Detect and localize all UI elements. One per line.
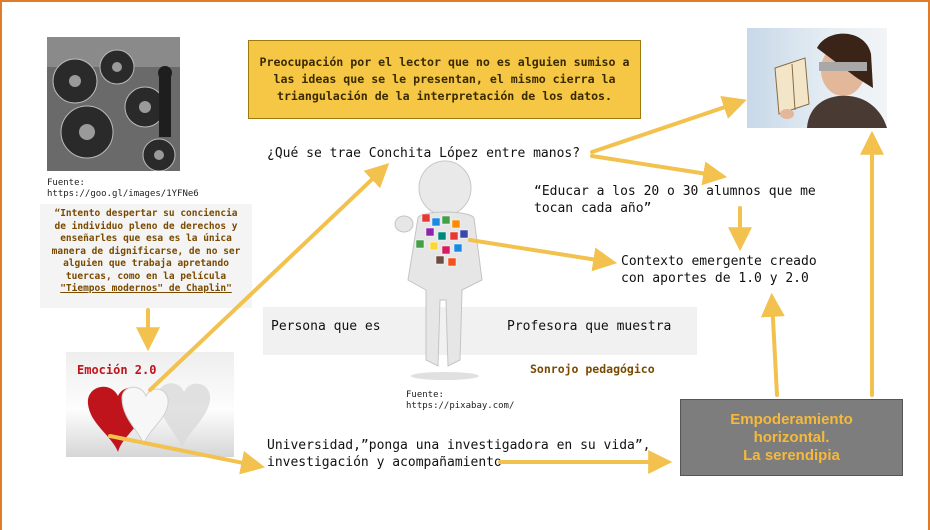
factory-source-caption: Fuente: https://goo.gl/images/1YFNe6: [47, 178, 199, 200]
arrow-figure-to-contexto: [468, 238, 618, 272]
quote-film-link[interactable]: "Tiempos modernos" de Chaplin": [60, 283, 232, 294]
arrow-box-to-contexto: [760, 292, 785, 397]
reader-concern-box: Preocupación por el lector que no es alg…: [248, 40, 641, 119]
sonrojo-pedagogico: Sonrojo pedagógico: [530, 362, 655, 376]
contexto-line-2: con aportes de 1.0 y 2.0: [621, 271, 809, 286]
empoderamiento-line-3: La serendipia: [743, 446, 840, 464]
emocion-label: Emoción 2.0: [77, 363, 157, 377]
universidad-line-1: Universidad,”ponga una investigadora en …: [267, 438, 651, 453]
contexto-emergente: Contexto emergente creado con aportes de…: [621, 253, 817, 287]
factory-gears-image: [47, 37, 180, 171]
arrow-heart-to-universidad: [108, 434, 266, 475]
arrow-emocion-to-question: [148, 163, 390, 392]
persona-que-es: Persona que es: [271, 319, 381, 334]
empoderamiento-line-1: Empoderamiento: [730, 410, 853, 428]
universidad-line-2: investigación y acompañamiento: [267, 455, 502, 470]
empoderamiento-box: Empoderamiento horizontal. La serendipia: [680, 399, 903, 476]
educar-line-1: “Educar a los 20 o 30 alumnos que me: [534, 184, 816, 199]
factory-source-label: Fuente:: [47, 178, 85, 188]
persona-bar: [263, 307, 697, 355]
educar-line-2: tocan cada año”: [534, 201, 652, 216]
pixabay-source-url[interactable]: https://pixabay.com/: [406, 401, 515, 411]
universidad-text: Universidad,”ponga una investigadora en …: [267, 437, 651, 471]
arrow-question-to-reader: [590, 96, 747, 154]
pixabay-source-caption: Fuente: https://pixabay.com/: [406, 390, 514, 412]
contexto-line-1: Contexto emergente creado: [621, 254, 817, 269]
quote-box: “Intento despertar su conciencia de indi…: [40, 204, 252, 308]
quote-text: “Intento despertar su conciencia de indi…: [51, 208, 241, 282]
educar-quote: “Educar a los 20 o 30 alumnos que me toc…: [534, 183, 816, 217]
blindfolded-reader-image: [747, 28, 887, 128]
white-figure-with-apps-image: [390, 160, 500, 380]
heart-image: Emoción 2.0: [66, 352, 234, 457]
empoderamiento-line-2: horizontal.: [753, 428, 830, 446]
factory-source-url[interactable]: https://goo.gl/images/1YFNe6: [47, 189, 199, 199]
reader-concern-text: Preocupación por el lector que no es alg…: [259, 55, 630, 103]
conchita-question: ¿Qué se trae Conchita López entre manos?: [267, 146, 581, 161]
pixabay-source-label: Fuente:: [406, 390, 444, 400]
profesora-que-muestra: Profesora que muestra: [507, 319, 672, 334]
arrow-question-to-educar: [590, 154, 728, 186]
